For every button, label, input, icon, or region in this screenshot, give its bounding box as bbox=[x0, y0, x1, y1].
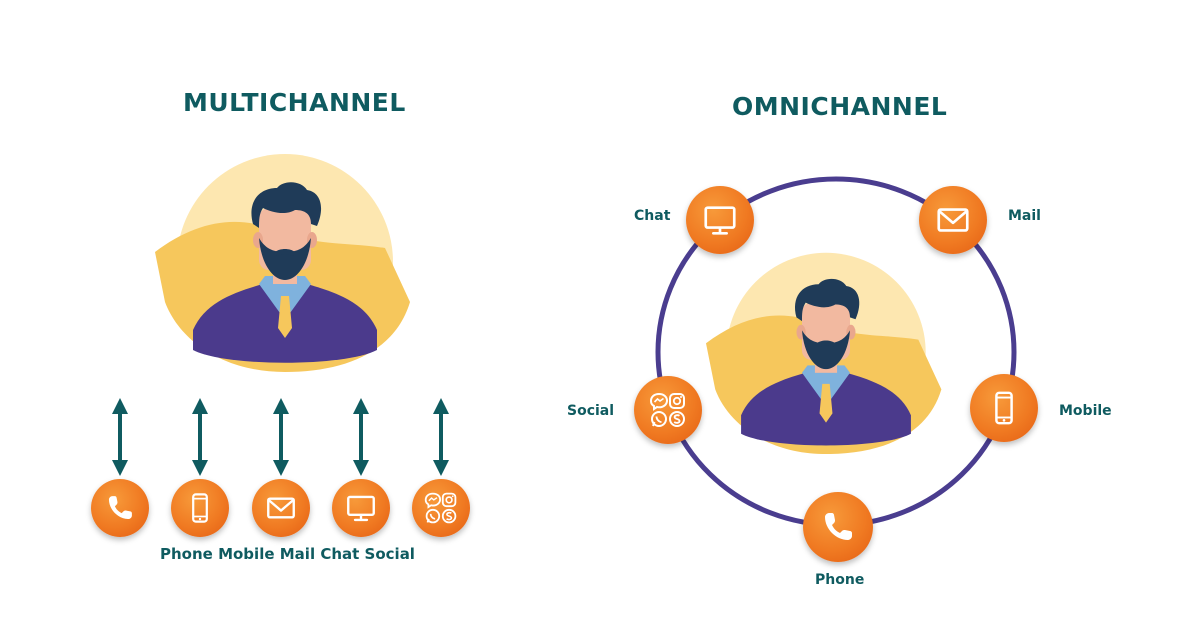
omni-chat-monitor-icon bbox=[686, 186, 754, 254]
multichannel-person-illustration bbox=[155, 152, 415, 372]
omni-phone-icon bbox=[803, 492, 873, 562]
multi-label-mail: Mail bbox=[279, 545, 316, 563]
omnichannel-title: OMNICHANNEL bbox=[732, 92, 948, 121]
omni-label-mail: Mail bbox=[1008, 208, 1041, 224]
multi-label-chat: Chat bbox=[320, 545, 360, 563]
omni-label-phone: Phone bbox=[815, 572, 865, 588]
omni-social-apps-icon bbox=[634, 376, 702, 444]
omni-mobile-icon bbox=[970, 374, 1038, 442]
multi-social-apps-icon bbox=[412, 479, 470, 537]
omni-label-social: Social bbox=[567, 403, 615, 419]
multichannel-title: MULTICHANNEL bbox=[183, 88, 406, 117]
omni-label-chat: Chat bbox=[634, 208, 671, 224]
omni-mail-icon bbox=[919, 186, 987, 254]
omni-label-mobile: Mobile bbox=[1059, 403, 1112, 419]
multi-label-social: Social bbox=[364, 545, 415, 563]
multichannel-arrows bbox=[112, 398, 449, 476]
multi-mail-icon bbox=[252, 479, 310, 537]
omnichannel-person-illustration bbox=[706, 250, 946, 455]
multi-label-row: Phone Mobile Mail Chat Social bbox=[160, 545, 415, 563]
multi-chat-monitor-icon bbox=[332, 479, 390, 537]
multi-label-mobile: Mobile bbox=[218, 545, 275, 563]
multi-mobile-icon bbox=[171, 479, 229, 537]
multi-phone-icon bbox=[91, 479, 149, 537]
multi-label-phone: Phone bbox=[160, 545, 213, 563]
